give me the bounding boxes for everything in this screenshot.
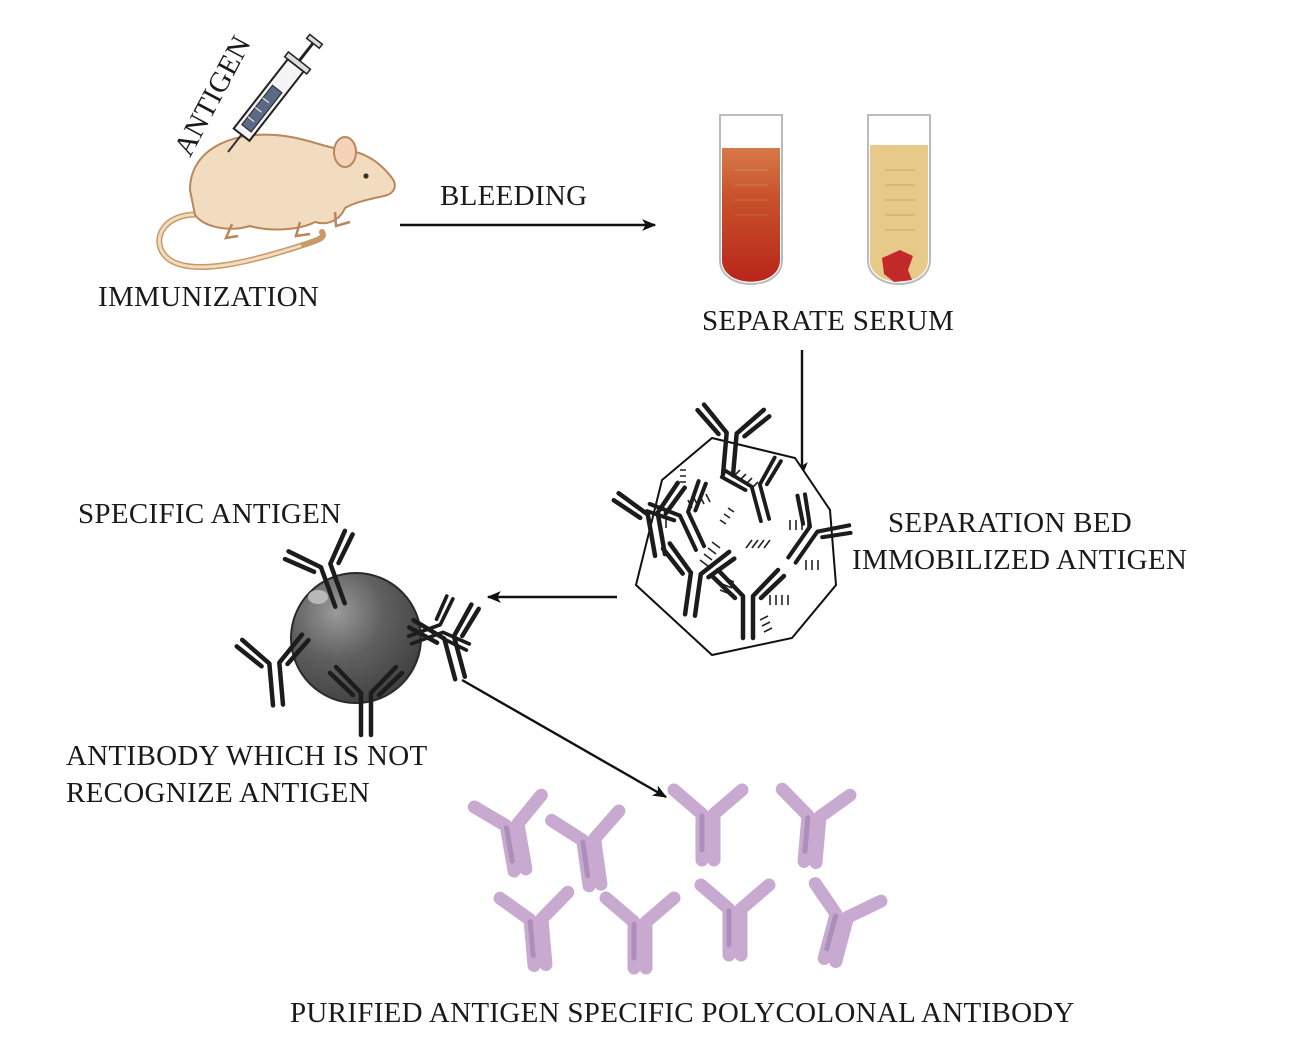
purified-antibody xyxy=(797,884,881,969)
purified-antibody xyxy=(701,885,769,955)
purified-antibody xyxy=(474,795,553,876)
mouse-illustration xyxy=(156,133,396,271)
purified-antibody xyxy=(552,811,629,890)
purified-antibody xyxy=(606,898,674,968)
syringe-icon xyxy=(227,33,324,153)
purified-antibody-label: PURIFIED ANTIGEN SPECIFIC POLYCOLONAL AN… xyxy=(290,997,1075,1029)
purified-antibody xyxy=(500,892,574,968)
serum-tube xyxy=(867,114,931,285)
purified-antibody xyxy=(776,789,850,865)
antigen-bead xyxy=(236,529,495,735)
not-recognize-label-line1: ANTIBODY WHICH IS NOT xyxy=(66,740,428,772)
purified-antibody xyxy=(674,790,742,860)
separation-bed xyxy=(613,404,854,657)
bleeding-label: BLEEDING xyxy=(440,180,587,212)
purified-antibodies xyxy=(474,789,881,968)
bead-to-purified-arrow xyxy=(461,678,668,799)
blood-tube xyxy=(719,114,783,285)
separate-serum-label: SEPARATE SERUM xyxy=(702,305,954,337)
separation-bed-label-line2: IMMOBILIZED ANTIGEN xyxy=(852,544,1187,576)
specific-antigen-label: SPECIFIC ANTIGEN xyxy=(78,498,341,530)
immunization-label: IMMUNIZATION xyxy=(98,281,319,313)
not-recognize-label-line2: RECOGNIZE ANTIGEN xyxy=(66,777,370,809)
separation-bed-label-line1: SEPARATION BED xyxy=(888,507,1132,539)
